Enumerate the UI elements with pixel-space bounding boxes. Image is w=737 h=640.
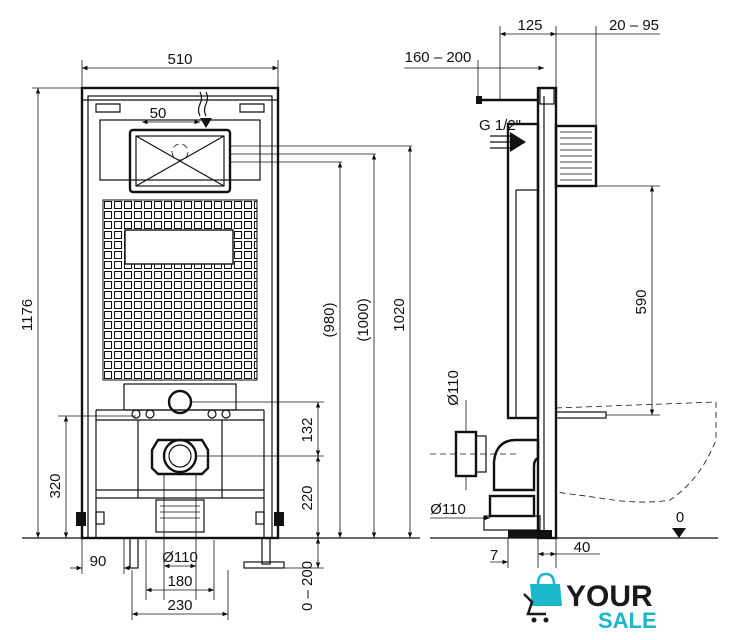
height-590-label: 590 xyxy=(633,289,650,314)
height-1000-label: (1000) xyxy=(355,298,372,341)
gap-40-label: 40 xyxy=(574,539,591,556)
side-pipe-diameter-label: Ø110 xyxy=(445,370,462,406)
width-180-label: 180 xyxy=(167,573,192,590)
drain-connector xyxy=(150,438,210,476)
total-height-label: 1176 xyxy=(19,299,36,331)
side-view-frame xyxy=(430,86,718,540)
tiled-panel xyxy=(102,199,258,381)
foot-90-label: 90 xyxy=(90,553,107,570)
floor-zero-label: 0 xyxy=(676,509,684,526)
inlet-offset-label: 50 xyxy=(150,105,167,122)
height-320-label: 320 xyxy=(47,473,64,498)
range-160-200-label: 160 – 200 xyxy=(405,49,472,66)
cart-icon xyxy=(523,593,546,616)
adjust-range-label: 0 – 200 xyxy=(299,561,316,611)
height-132-label: 132 xyxy=(299,417,316,442)
width-510-label: 510 xyxy=(167,51,192,68)
drain-elbow xyxy=(492,438,540,492)
water-inlet-label: G 1/2" xyxy=(479,117,521,134)
logo-your-text: YOUR xyxy=(566,580,653,613)
service-opening xyxy=(124,229,234,265)
bottom-pipe-diameter-label: Ø110 xyxy=(430,501,466,518)
your-sale-logo: YOUR SALE xyxy=(523,572,657,633)
shopping-bag-icon xyxy=(530,584,562,606)
width-230-label: 230 xyxy=(167,597,192,614)
flush-plate-opening xyxy=(128,128,232,194)
front-view-frame xyxy=(22,86,420,569)
height-1020-label: 1020 xyxy=(391,298,408,331)
wall-hung-bowl xyxy=(555,401,717,503)
drain-diameter-label: Ø110 xyxy=(162,549,198,566)
range-20-95-label: 20 – 95 xyxy=(609,17,659,34)
frame-inner xyxy=(87,95,273,539)
depth-125-label: 125 xyxy=(517,17,542,34)
height-220-label: 220 xyxy=(299,485,316,510)
gap-7-label: 7 xyxy=(490,547,498,564)
front-dimensions xyxy=(32,60,413,620)
height-980-label: (980) xyxy=(321,302,338,337)
logo-sale-text: SALE xyxy=(598,608,657,633)
side-dimensions xyxy=(404,26,686,568)
